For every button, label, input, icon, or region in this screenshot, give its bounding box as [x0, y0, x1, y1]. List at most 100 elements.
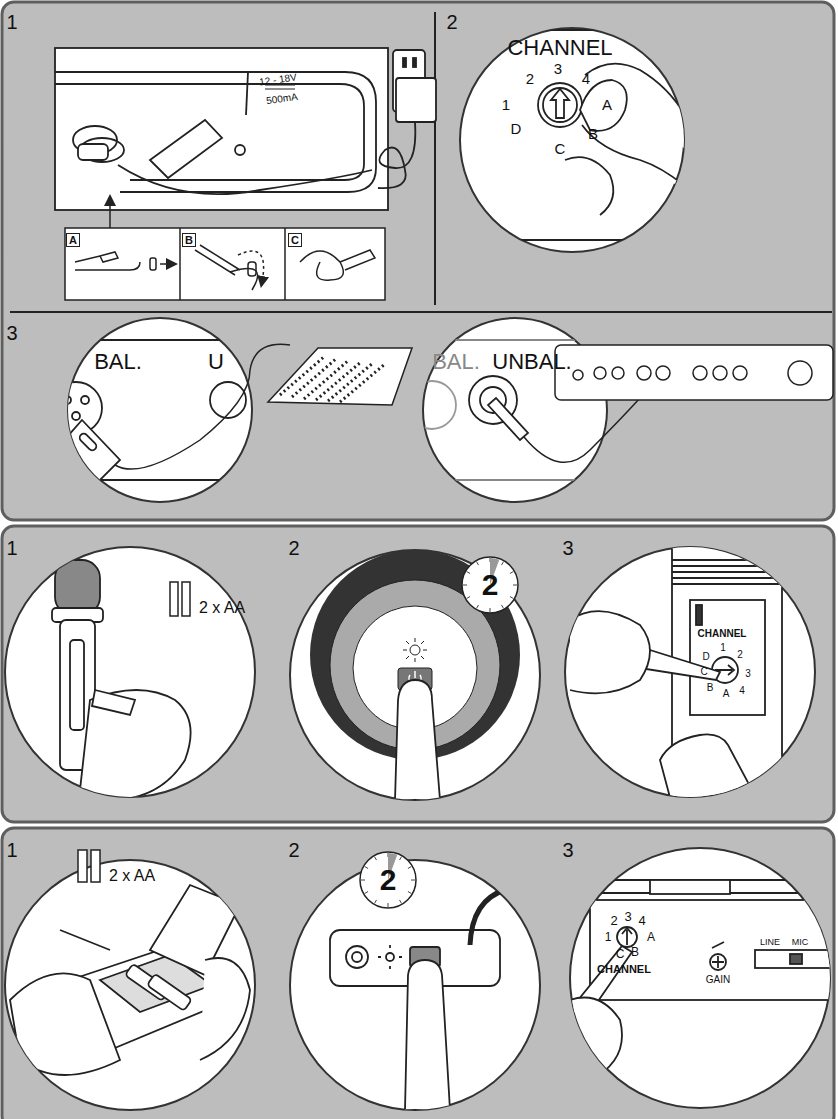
- fingertip: [580, 80, 627, 131]
- label-edge: [246, 72, 248, 115]
- mic-jack-hole: [352, 952, 362, 962]
- hand: [200, 958, 250, 1060]
- printed-label: CHANNEL: [507, 37, 612, 59]
- finger: [405, 960, 450, 1110]
- clock-tick: [502, 562, 504, 565]
- thumb: [565, 157, 613, 215]
- step-number: 3: [6, 323, 17, 343]
- step-number: 1: [6, 538, 17, 558]
- step-number: 1: [6, 12, 17, 32]
- fingers: [570, 998, 622, 1081]
- printed-label: GAIN: [706, 975, 730, 985]
- printed-label: 2: [737, 650, 743, 660]
- clock-tick: [365, 867, 368, 869]
- step-letter-box: B: [182, 233, 196, 247]
- unbalanced-output: [408, 318, 833, 502]
- xlr-plug: [60, 420, 120, 485]
- device-edge: [455, 29, 690, 31]
- divider: [434, 12, 436, 305]
- clock-tick: [467, 597, 470, 599]
- receiver-back: [55, 72, 376, 192]
- divider: [10, 311, 832, 313]
- mic-grille: [55, 560, 100, 615]
- plug-cord: [195, 245, 258, 290]
- clock-tick: [365, 892, 368, 894]
- battery: [70, 640, 84, 730]
- antenna-tip: [497, 879, 517, 895]
- plug-cord: [75, 252, 140, 270]
- inset-divider: [284, 228, 286, 300]
- bodypack-channel: [560, 848, 838, 1108]
- step-number: 3: [562, 538, 573, 558]
- outlet-slot: [413, 58, 416, 67]
- mixer-controls: [280, 356, 385, 402]
- panel: [2, 526, 834, 822]
- printed-label: CHANNEL: [698, 629, 747, 639]
- clock-tick: [502, 605, 504, 608]
- printed-label: D: [511, 121, 522, 136]
- step-number: 1: [6, 840, 17, 860]
- step-number: 2: [288, 538, 299, 558]
- printed-label: 4: [638, 914, 645, 927]
- battery-icon: [170, 582, 178, 616]
- detail-circle: [290, 860, 540, 1110]
- printed-label: 3: [745, 669, 751, 679]
- cord-tie: [150, 258, 156, 270]
- jack-plug: [488, 398, 528, 440]
- step-letter-box: A: [66, 233, 80, 247]
- receiver-edge: [55, 84, 364, 180]
- inset-frame: [65, 228, 385, 300]
- clock-tick: [490, 608, 491, 612]
- printed-label: 3: [554, 61, 562, 76]
- channel-dial: [617, 927, 637, 947]
- switch-knob: [790, 954, 802, 964]
- step-number: 2: [446, 12, 457, 32]
- timer-face: 2: [460, 555, 520, 615]
- cable: [524, 398, 640, 462]
- knob-rim: [543, 88, 577, 122]
- panel: [2, 2, 834, 520]
- line-mic-switch: [755, 950, 835, 968]
- step-letter: C: [291, 235, 299, 246]
- printed-label: A: [647, 931, 655, 943]
- printed-label: LINE: [760, 938, 780, 947]
- clock-tick: [408, 892, 411, 894]
- battery-cover: [660, 734, 760, 805]
- handheld-batteries: [5, 547, 255, 800]
- plug-latch: [78, 432, 98, 452]
- switch: [696, 605, 702, 625]
- step-letter-box: C: [288, 233, 302, 247]
- power-jack: [235, 145, 245, 155]
- balanced-output: [50, 318, 412, 502]
- wrapped-cord: [300, 250, 375, 280]
- clock-dial: [360, 852, 416, 908]
- clock-tick: [411, 880, 415, 881]
- fingers: [570, 611, 650, 693]
- printed-label: 4: [739, 686, 745, 696]
- step-number: U: [208, 351, 224, 373]
- cord-tie: [248, 262, 256, 276]
- pin: [63, 396, 71, 404]
- printed-label: 2 x AA: [109, 868, 155, 884]
- clock-tick: [375, 900, 377, 903]
- wrap-arrow: [238, 251, 264, 282]
- battery-icon: [78, 850, 87, 882]
- channel-knob: [538, 83, 582, 127]
- printed-label: MIC: [792, 938, 809, 947]
- printed-label: CHANNEL: [597, 964, 651, 975]
- step-letter: A: [69, 235, 77, 246]
- pin: [81, 396, 89, 404]
- control-panel: [690, 600, 765, 715]
- battery-icon: [182, 582, 190, 616]
- mixer: [268, 348, 412, 405]
- clock-dial: [462, 557, 518, 613]
- seconds-number: 2: [380, 865, 397, 895]
- step-number: 3: [562, 840, 573, 860]
- bodypack-batteries: [5, 850, 255, 1110]
- pointer-arrow: [109, 200, 111, 228]
- step-number: 2: [288, 840, 299, 860]
- printed-label: 1: [720, 643, 726, 653]
- cord-tie: [78, 144, 108, 160]
- printed-label: 2: [610, 914, 617, 927]
